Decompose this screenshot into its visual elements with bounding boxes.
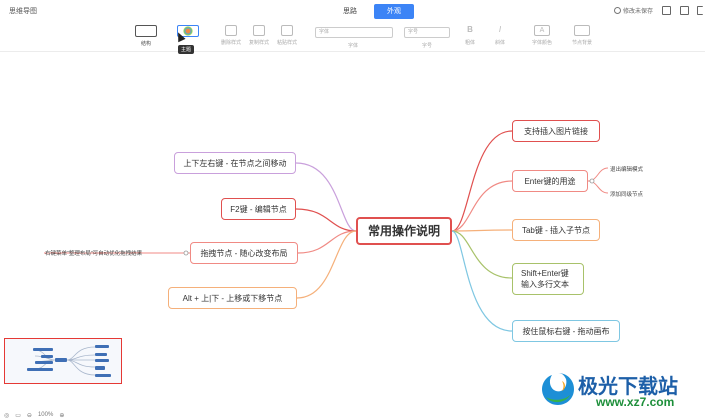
clear-style-button[interactable]: 删除样式 (218, 25, 244, 46)
theme-button[interactable] (176, 25, 200, 37)
tab-outline[interactable]: 思路 (343, 8, 357, 15)
structure-icon (135, 25, 157, 37)
node-alt-updown[interactable]: Alt + 上|下 - 上移或下移节点 (168, 287, 297, 309)
node-background-icon (574, 25, 590, 36)
close-icon[interactable] (697, 6, 703, 15)
bold-icon: B (467, 25, 473, 34)
save-status-text: 修改未保存 (623, 9, 654, 15)
node-f2[interactable]: F2键 - 编辑节点 (221, 198, 296, 220)
font-size-select[interactable]: 字号 (404, 27, 450, 38)
node-drag-canvas[interactable]: 按住鼠标右键 - 拖动画布 (512, 320, 620, 342)
connector-left-3 (297, 230, 357, 254)
bold-button[interactable]: B 粗体 (462, 25, 478, 46)
node-background-label: 节点背景 (571, 40, 592, 46)
zoom-in-icon[interactable]: ⊕ (59, 413, 65, 419)
minimap-node (95, 353, 107, 356)
paste-style-button[interactable]: 粘贴样式 (274, 25, 300, 46)
minimap-node (33, 348, 53, 351)
leaf-add-sibling[interactable]: 添加同级节点 (610, 192, 644, 198)
watermark: 极光下载站 www.xz7.com (538, 367, 698, 415)
node-shift-enter-line1: Shift+Enter键 (521, 269, 569, 278)
mode-tabs: 思路 外观 (330, 4, 418, 19)
tab-appearance[interactable]: 外观 (374, 4, 414, 19)
connector-left-2 (295, 208, 357, 232)
node-background-button[interactable]: 节点背景 (568, 25, 596, 46)
leaf-exit-edit[interactable]: 退出编辑模式 (610, 167, 644, 173)
structure-button[interactable]: 结构 (134, 25, 158, 47)
zoom-out-icon[interactable]: ⊖ (26, 413, 32, 419)
structure-label: 结构 (140, 41, 151, 47)
clear-style-label: 删除样式 (220, 40, 241, 46)
watermark-name: 极光下载站 (578, 374, 678, 398)
minimap-node (95, 366, 105, 370)
toolbar: 结构 删除样式 复制样式 粘贴样式 字体 字体 字号 字号 B 粗体 I 斜体 (0, 22, 705, 52)
fit-icon[interactable]: ▭ (15, 413, 21, 419)
connector-left-4 (296, 230, 357, 299)
save-icon[interactable] (662, 6, 671, 15)
clear-style-icon (225, 25, 237, 36)
connector-right-5 (451, 230, 513, 332)
node-shift-enter-line2: 输入多行文本 (521, 280, 569, 289)
italic-label: 斜体 (494, 40, 505, 46)
theme-icon (177, 25, 199, 37)
minimap-root (55, 358, 67, 362)
font-family-select[interactable]: 字体 (315, 27, 393, 38)
theme-tooltip: 主题 (178, 45, 195, 54)
connector-right-2 (451, 180, 513, 232)
leaf-auto-layout[interactable]: 右键菜单“整理布局”可自动优化拖拽结果 (45, 251, 143, 257)
save-status: 修改未保存 (614, 6, 653, 15)
zoom-bar: ◎ ▭ ⊖ 100% ⊕ (4, 412, 64, 419)
node-insert-image[interactable]: 支持插入图片链接 (512, 120, 600, 142)
minimap-node (27, 368, 53, 371)
copy-style-button[interactable]: 复制样式 (246, 25, 272, 46)
minimap-node (35, 361, 53, 364)
connector-left-1 (295, 162, 357, 232)
connector-right-3 (451, 229, 513, 232)
watermark-url: www.xz7.com (596, 395, 675, 409)
top-bar: 思维导图 思路 外观 修改未保存 (0, 0, 705, 22)
node-enter[interactable]: Enter键的用途 (512, 170, 588, 192)
zoom-level: 100% (37, 412, 54, 418)
bold-label: 粗体 (464, 40, 475, 46)
root-node[interactable]: 常用操作说明 (356, 217, 452, 245)
font-size-label: 字号 (422, 43, 433, 49)
node-arrow-keys[interactable]: 上下左右键 - 在节点之间移动 (174, 152, 296, 174)
save-status-icon (614, 7, 621, 14)
paste-style-icon (281, 25, 293, 36)
node-tab[interactable]: Tab键 - 插入子节点 (512, 219, 600, 241)
node-shift-enter[interactable]: Shift+Enter键 输入多行文本 (512, 263, 584, 295)
font-color-label: 字体颜色 (531, 40, 552, 46)
minimap-node (41, 355, 53, 358)
paste-style-label: 粘贴样式 (276, 40, 297, 46)
node-drag[interactable]: 拖拽节点 - 随心改变布局 (190, 242, 298, 264)
locate-icon[interactable]: ◎ (4, 413, 10, 419)
minimap-node (95, 374, 111, 377)
document-title: 思维导图 (9, 8, 37, 15)
watermark-logo-icon (542, 373, 574, 405)
minimap-node (95, 359, 109, 362)
italic-button[interactable]: I 斜体 (492, 25, 508, 46)
connector-right-1 (451, 130, 513, 232)
export-icon[interactable] (680, 6, 689, 15)
minimap-node (95, 345, 109, 348)
font-color-button[interactable]: A 字体颜色 (528, 25, 556, 46)
minimap[interactable] (4, 338, 122, 384)
font-family-label: 字体 (348, 43, 359, 49)
font-color-icon: A (534, 25, 550, 36)
copy-style-icon (253, 25, 265, 36)
copy-style-label: 复制样式 (248, 40, 269, 46)
connector-right-4 (451, 230, 513, 279)
italic-icon: I (498, 25, 502, 34)
